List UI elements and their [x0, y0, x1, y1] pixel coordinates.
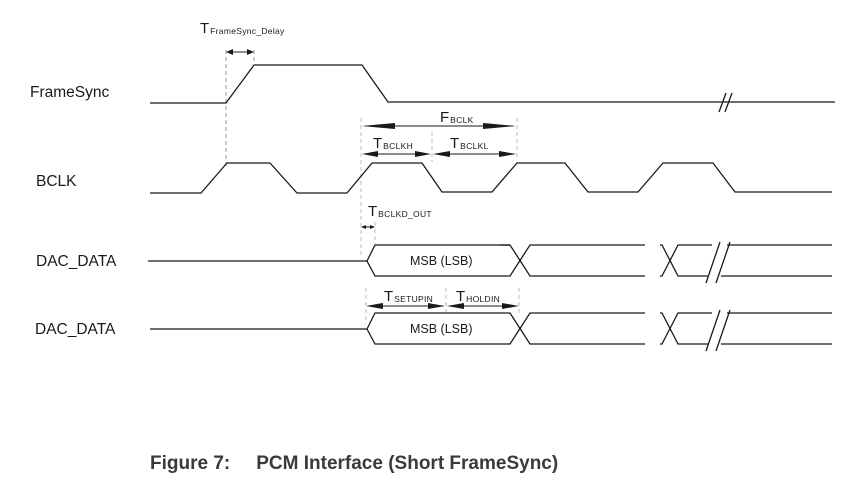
timing-tsetupin: TSETUPIN [366, 288, 445, 309]
svg-text:THOLDIN: THOLDIN [456, 288, 500, 305]
break-marker-dac-data-2 [705, 309, 731, 352]
arrow-left-icon [362, 123, 395, 129]
svg-text:TFrameSync_Delay: TFrameSync_Delay [200, 20, 285, 37]
break-marker-framesync [718, 92, 733, 113]
framesync-waveform [150, 64, 835, 104]
timing-tbclkd-out: TBCLKD_OUT [361, 203, 432, 229]
timing-fbclk: FBCLK [362, 109, 516, 129]
signal-label-dac-data-1: DAC_DATA [36, 253, 117, 270]
svg-text:TSETUPIN: TSETUPIN [384, 288, 433, 305]
figure-number: Figure 7: [150, 453, 231, 474]
data-box-text-1: MSB (LSB) [410, 254, 473, 268]
arrow-right-icon [483, 123, 516, 129]
timing-framesync-delay: TFrameSync_Delay [200, 20, 285, 55]
signal-label-bclk: BCLK [36, 173, 77, 190]
arrow-right-icon [428, 303, 445, 309]
arrow-right-icon [370, 225, 375, 229]
svg-text:TBCLKL: TBCLKL [450, 135, 489, 152]
svg-text:FBCLK: FBCLK [440, 109, 474, 126]
arrow-left-icon [447, 303, 464, 309]
timing-tholdin: THOLDIN [447, 288, 519, 309]
data-box-text-2: MSB (LSB) [410, 322, 473, 336]
signal-label-dac-data-2: DAC_DATA [35, 321, 116, 338]
arrow-right-icon [415, 151, 431, 157]
svg-text:TBCLKH: TBCLKH [373, 135, 413, 152]
bclk-waveform [150, 162, 832, 194]
arrow-left-icon [433, 151, 450, 157]
figure-caption: Figure 7: PCM Interface (Short FrameSync) [150, 453, 558, 475]
dac-data-2-waveform [150, 312, 832, 345]
arrow-right-icon [499, 151, 516, 157]
arrow-left-icon [361, 225, 366, 229]
dac-data-1-waveform [148, 244, 832, 277]
signal-label-framesync: FrameSync [30, 84, 109, 101]
arrow-left-icon [366, 303, 383, 309]
break-marker-dac-data-1 [705, 241, 731, 284]
figure-title: PCM Interface (Short FrameSync) [256, 453, 559, 474]
arrow-right-icon [502, 303, 519, 309]
timing-tbclkh: TBCLKH [362, 135, 431, 157]
arrow-left-icon [362, 151, 378, 157]
svg-text:TBCLKD_OUT: TBCLKD_OUT [368, 203, 432, 220]
arrow-left-icon [226, 49, 233, 55]
timing-tbclkl: TBCLKL [433, 135, 516, 157]
arrow-right-icon [247, 49, 254, 55]
